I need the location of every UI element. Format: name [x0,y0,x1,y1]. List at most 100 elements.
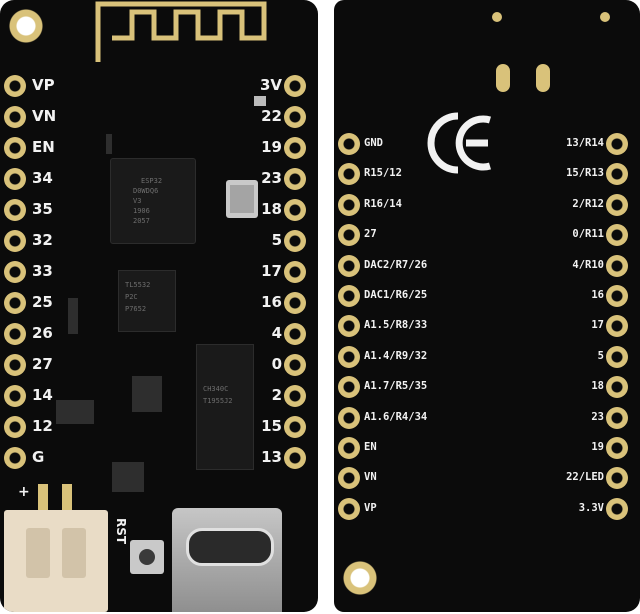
pin-label: DAC2/R7/26 [364,258,428,271]
pin-label: 3.3V [578,501,604,514]
pin-pad [338,497,360,520]
pin-pad [4,292,26,314]
pin-pad [4,416,26,438]
pin-label: 12 [32,417,53,435]
pin-pad [606,437,628,459]
pin-label: DAC1/R6/25 [364,289,428,301]
pin-pad [338,467,360,490]
pin-pad [284,354,306,376]
pin-pad [606,193,628,216]
pin-label: G [32,448,45,466]
pin-pad [338,224,360,247]
pin-pad [606,254,628,277]
pin-label: VN [364,471,377,484]
pin-pad [4,168,26,190]
pin-label: 25 [32,293,53,311]
pin-label: EN [32,138,55,156]
pin-label: A1.5/R8/33 [364,319,428,332]
pin-label: 0 [271,355,282,373]
pin-pad [606,345,628,368]
esp32-chip: ESP32 D0WDQ6 V3 1906 2057 [110,158,196,244]
pin-label: 32 [32,231,53,249]
pin-pad [4,354,26,376]
ce-mark-icon [427,112,491,174]
plus-mark: + [18,484,30,500]
mounting-hole [338,556,382,600]
pin-label: 14 [32,386,53,404]
pin-label: A1.7/R5/35 [364,380,428,393]
pin-pad [338,345,360,368]
pin-pad [338,285,360,307]
pin-pad [4,385,26,407]
pin-label: 4 [271,324,282,342]
pin-pad [284,106,306,128]
reset-button[interactable] [130,540,164,574]
pin-label: 22 [261,107,282,125]
pin-label: 13 [261,448,282,466]
pin-pad [606,285,628,307]
pin-pad [284,292,306,314]
pin-label: 27 [364,228,377,241]
regulator-chip: TL5532 P2C P7652 [118,270,176,332]
pin-label: 0/R11 [572,228,604,241]
pin-label: A1.4/R9/32 [364,349,428,362]
pin-pad [284,75,306,97]
pin-label: 2 [271,386,282,404]
pin-pad [606,406,628,429]
pin-label: 22/LED [566,471,604,484]
pin-pad [284,199,306,221]
pin-label: 15/R13 [566,167,604,180]
mounting-hole [4,4,48,48]
pin-label: R16/14 [364,197,402,210]
pin-label: VN [32,107,57,125]
pin-pad [606,133,628,155]
pin-pad [284,447,306,469]
pin-pad [606,497,628,520]
front-board: ESP32 D0WDQ6 V3 1906 2057 TL5532 P2C P76… [0,0,318,612]
pin-label: 18 [261,200,282,218]
pin-label: 33 [32,262,53,280]
pin-pad [4,447,26,469]
pin-pad [606,376,628,399]
pin-pad [284,385,306,407]
pin-label: GND [364,137,383,149]
pin-label: 17 [591,319,604,332]
pin-pad [284,230,306,252]
pin-pad [4,75,26,97]
pin-pad [4,230,26,252]
pin-label: 16 [591,289,604,301]
pin-label: 2/R12 [572,197,604,210]
pin-pad [4,261,26,283]
pin-pad [4,323,26,345]
pin-pad [4,106,26,128]
pin-pad [338,163,360,186]
pin-label: 19 [591,441,604,453]
pin-pad [606,224,628,247]
pin-pad [284,168,306,190]
pin-label: 13/R14 [566,137,604,149]
pin-label: R15/12 [364,167,402,180]
pin-pad [4,199,26,221]
pin-label: 19 [261,138,282,156]
pin-label: 4/R10 [572,258,604,271]
pin-label: 27 [32,355,53,373]
pin-label: 15 [261,417,282,435]
pin-label: 18 [591,380,604,393]
usb-c-port[interactable] [172,508,282,612]
battery-connector[interactable] [4,510,108,612]
pin-pad [338,254,360,277]
pin-pad [338,193,360,216]
pin-label: 23 [591,410,604,423]
usb-serial-chip: CH340C T1955J2 [196,344,254,470]
pin-label: 16 [261,293,282,311]
pin-pad [606,163,628,186]
pin-pad [284,137,306,159]
pin-pad [606,467,628,490]
pin-label: A1.6/R4/34 [364,410,428,423]
pin-label: 5 [271,231,282,249]
pin-pad [338,315,360,338]
pin-label: 5 [597,349,604,362]
crystal-oscillator [226,180,258,218]
rst-label: RST [114,517,129,545]
